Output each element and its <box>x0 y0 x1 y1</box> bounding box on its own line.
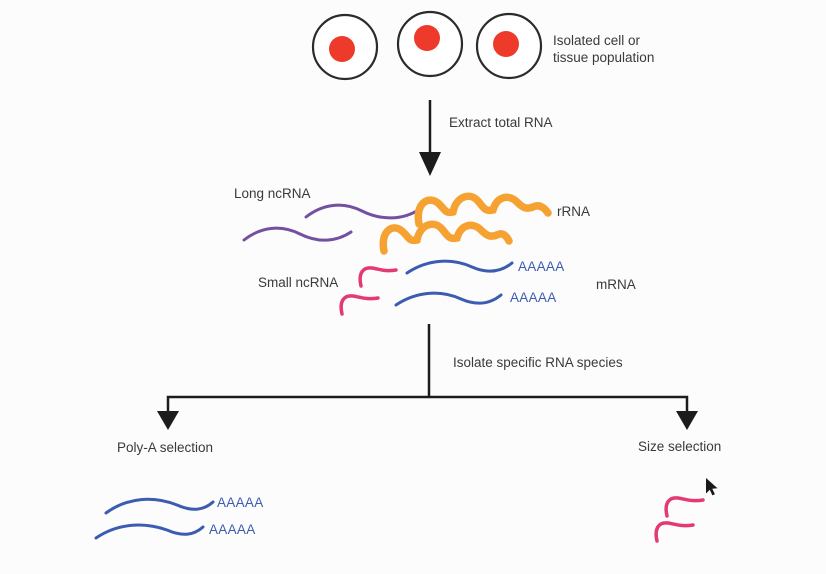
extract-step-label: Extract total RNA <box>449 115 553 130</box>
long-ncrna-strand <box>304 203 422 220</box>
mrna-label: mRNA <box>596 277 636 292</box>
mrna-strand <box>394 291 503 307</box>
long-ncrna-strand <box>242 226 353 242</box>
flow-arrow-lines <box>166 100 689 413</box>
cells-caption-line2: tissue population <box>553 49 655 65</box>
long-ncrna-label: Long ncRNA <box>234 186 311 201</box>
rrna-strand <box>379 220 513 255</box>
small-ncrna-strands <box>339 266 398 316</box>
polya-tail-text: AAAAA <box>518 259 565 274</box>
rrna-strand <box>414 192 552 228</box>
cell-nuclei <box>329 25 519 62</box>
small-ncrna-strand <box>339 294 380 316</box>
long-ncrna-strands <box>242 203 422 242</box>
polya-selection-label: Poly-A selection <box>117 440 214 455</box>
selected-mrna-strand <box>104 497 215 515</box>
rrna-label: rRNA <box>557 204 590 219</box>
polya-tail-text: AAAAA <box>209 522 256 537</box>
polya-selected-strands <box>94 497 215 540</box>
mrna-strands <box>394 259 514 307</box>
size-selected-strands <box>654 496 705 543</box>
small-ncrna-label: Small ncRNA <box>258 275 339 290</box>
small-ncrna-strand <box>358 266 398 288</box>
polya-tail-text: AAAAA <box>217 495 264 510</box>
branch-left-arrow-head <box>157 411 179 430</box>
mouse-cursor-icon <box>706 478 718 496</box>
branch-right-arrow-head <box>676 411 698 430</box>
cells-caption: Isolated cell or tissue population <box>553 33 654 66</box>
cell-nucleus <box>414 25 440 51</box>
flow-arrow-heads <box>157 152 698 430</box>
size-selection-label: Size selection <box>638 439 722 454</box>
cell-nucleus <box>493 31 519 57</box>
cell-nucleus <box>329 36 355 62</box>
branch-connector <box>166 395 689 413</box>
cells-caption-line1: Isolated cell or <box>553 33 641 48</box>
extract-arrow-head <box>419 152 441 176</box>
cell-group <box>311 10 543 81</box>
selected-mrna-strand <box>94 523 205 540</box>
rrna-strands <box>379 192 552 255</box>
polya-tail-text: AAAAA <box>510 290 557 305</box>
isolate-step-label: Isolate specific RNA species <box>453 355 623 370</box>
selected-small-ncrna-strand <box>654 521 695 543</box>
selected-small-ncrna-strand <box>664 496 705 518</box>
mrna-strand <box>405 259 514 275</box>
